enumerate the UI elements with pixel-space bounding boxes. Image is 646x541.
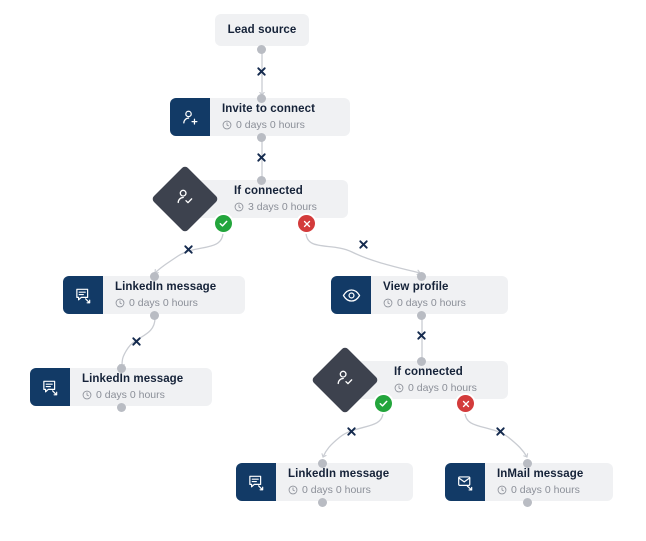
person-check-icon [175, 187, 195, 212]
eye-icon [331, 276, 371, 314]
node-title: LinkedIn message [288, 468, 390, 480]
message-arrow-icon [30, 368, 70, 406]
clock-icon [394, 383, 404, 393]
node-title: Lead source [227, 23, 297, 36]
port-out-linkedin-message-1[interactable] [150, 311, 159, 320]
node-invite-to-connect[interactable]: Invite to connect 0 days 0 hours [170, 98, 350, 136]
node-body: InMail message 0 days 0 hours [485, 463, 613, 501]
node-inmail-message[interactable]: InMail message 0 days 0 hours [445, 463, 613, 501]
node-duration: 0 days 0 hours [497, 483, 603, 497]
clock-icon [234, 202, 244, 212]
person-plus-icon [170, 98, 210, 136]
port-out-invite-to-connect[interactable] [257, 133, 266, 142]
node-duration-text: 0 days 0 hours [129, 297, 198, 309]
node-title: Invite to connect [222, 103, 316, 115]
node-linkedin-message-3[interactable]: LinkedIn message 0 days 0 hours [236, 463, 413, 501]
port-out-linkedin-message-3[interactable] [318, 498, 327, 507]
node-view-profile[interactable]: View profile 0 days 0 hours [331, 276, 508, 314]
node-if-connected-2[interactable]: If connected 0 days 0 hours [356, 361, 508, 399]
node-body: LinkedIn message 0 days 0 hours [103, 276, 245, 314]
node-title: LinkedIn message [115, 281, 217, 293]
node-body: Invite to connect 0 days 0 hours [210, 98, 350, 136]
node-linkedin-message-2[interactable]: LinkedIn message 0 days 0 hours [30, 368, 212, 406]
node-duration-text: 0 days 0 hours [302, 484, 371, 496]
edge-delete-x-7[interactable] [345, 425, 358, 438]
node-body: LinkedIn message 0 days 0 hours [70, 368, 212, 406]
envelope-arrow-icon [445, 463, 485, 501]
node-title: LinkedIn message [82, 373, 184, 385]
node-title: InMail message [497, 468, 584, 480]
edge-delete-x-5[interactable] [130, 335, 143, 348]
port-out-lead-source[interactable] [257, 45, 266, 54]
edge-delete-x-8[interactable] [494, 425, 507, 438]
clock-icon [82, 390, 92, 400]
person-check-icon [335, 368, 355, 393]
node-duration: 3 days 0 hours [234, 200, 338, 214]
message-arrow-icon [236, 463, 276, 501]
node-lead-source[interactable]: Lead source [215, 14, 309, 46]
port-in-if-connected-2[interactable] [417, 357, 426, 366]
node-body: If connected 0 days 0 hours [378, 361, 508, 399]
branch-badge-yes-1[interactable] [215, 215, 232, 232]
node-duration: 0 days 0 hours [222, 118, 340, 132]
edge-delete-x-2[interactable] [255, 151, 268, 164]
node-duration-text: 3 days 0 hours [248, 201, 317, 213]
node-duration-text: 0 days 0 hours [408, 382, 477, 394]
port-in-if-connected-1[interactable] [257, 176, 266, 185]
port-in-inmail-message[interactable] [523, 459, 532, 468]
node-duration: 0 days 0 hours [288, 483, 403, 497]
port-out-view-profile[interactable] [417, 311, 426, 320]
node-duration-text: 0 days 0 hours [96, 389, 165, 401]
node-body: LinkedIn message 0 days 0 hours [276, 463, 413, 501]
edge-delete-x-1[interactable] [255, 65, 268, 78]
node-duration: 0 days 0 hours [394, 381, 498, 395]
clock-icon [497, 485, 507, 495]
edge-delete-x-6[interactable] [415, 329, 428, 342]
edge-delete-x-4[interactable] [357, 238, 370, 251]
node-body: If connected 3 days 0 hours [218, 180, 348, 218]
node-linkedin-message-1[interactable]: LinkedIn message 0 days 0 hours [63, 276, 245, 314]
clock-icon [115, 298, 125, 308]
branch-badge-no-2[interactable] [457, 395, 474, 412]
port-in-invite-to-connect[interactable] [257, 94, 266, 103]
message-arrow-icon [63, 276, 103, 314]
clock-icon [288, 485, 298, 495]
port-in-linkedin-message-2[interactable] [117, 364, 126, 373]
port-out-linkedin-message-2[interactable] [117, 403, 126, 412]
node-duration-text: 0 days 0 hours [397, 297, 466, 309]
node-duration-text: 0 days 0 hours [236, 119, 305, 131]
port-in-view-profile[interactable] [417, 272, 426, 281]
node-if-connected-1-diamond[interactable] [151, 165, 219, 233]
node-duration: 0 days 0 hours [82, 388, 202, 402]
node-if-connected-2-diamond[interactable] [311, 346, 379, 414]
branch-badge-no-1[interactable] [298, 215, 315, 232]
node-if-connected-1[interactable]: If connected 3 days 0 hours [196, 180, 348, 218]
node-title: If connected [394, 366, 463, 378]
clock-icon [222, 120, 232, 130]
node-duration: 0 days 0 hours [115, 296, 235, 310]
port-in-linkedin-message-3[interactable] [318, 459, 327, 468]
node-duration-text: 0 days 0 hours [511, 484, 580, 496]
branch-badge-yes-2[interactable] [375, 395, 392, 412]
clock-icon [383, 298, 393, 308]
node-title: View profile [383, 281, 449, 293]
node-body: View profile 0 days 0 hours [371, 276, 508, 314]
port-in-linkedin-message-1[interactable] [150, 272, 159, 281]
node-duration: 0 days 0 hours [383, 296, 498, 310]
edge-delete-x-3[interactable] [182, 243, 195, 256]
port-out-inmail-message[interactable] [523, 498, 532, 507]
node-title: If connected [234, 185, 303, 197]
